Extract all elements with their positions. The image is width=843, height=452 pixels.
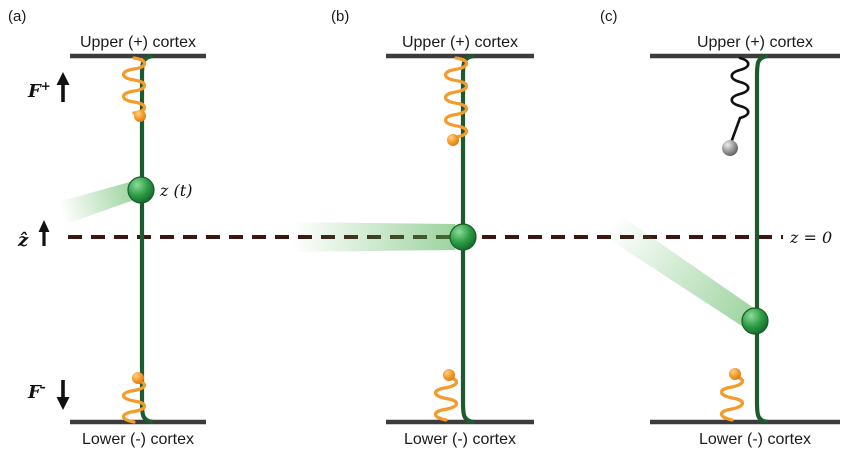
z-axis-label: ẑ (17, 230, 29, 251)
panel-label-a: (a) (8, 8, 26, 25)
z-of-t-label: z (t) (159, 181, 192, 200)
upper-cortex-label-b: Upper (+) cortex (402, 34, 518, 51)
probe-ball-c (741, 307, 769, 335)
force-plus-arrow (56, 72, 70, 102)
detached-spring-c (730, 56, 750, 142)
lower-cortex-label-c: Lower (-) cortex (699, 431, 811, 448)
lower-spring-a (121, 378, 147, 424)
upper-cortex-label-c: Upper (+) cortex (697, 34, 813, 51)
force-plus-label: F+ (27, 79, 51, 102)
force-beam-c (604, 214, 761, 330)
force-beam-a (58, 182, 137, 224)
lower-spring-b (433, 375, 459, 422)
lower-spring-c (719, 374, 745, 422)
gray-detached-bead-c (722, 140, 738, 156)
upper-spring-a (121, 56, 147, 115)
motor-bead-upper-a (134, 110, 146, 122)
force-minus-label: F- (27, 380, 46, 403)
panel-label-c: (c) (600, 8, 618, 25)
upper-spring-b (443, 56, 469, 139)
panel-label-b: (b) (331, 8, 349, 25)
motor-bead-lower-a (132, 372, 144, 384)
upper-cortex-label-a: Upper (+) cortex (80, 34, 196, 51)
fiber-a (139, 53, 154, 425)
motor-bead-upper-b (447, 134, 459, 146)
lower-cortex-label-a: Lower (-) cortex (82, 431, 194, 448)
probe-ball-a (127, 176, 155, 204)
motor-bead-lower-c (729, 368, 741, 380)
force-beam-b (293, 222, 455, 252)
z-zero-label: z = 0 (789, 228, 832, 247)
motor-bead-lower-b (443, 369, 455, 381)
z-axis-arrow (38, 220, 50, 246)
fiber-c (754, 53, 769, 425)
force-minus-arrow (56, 380, 70, 410)
probe-ball-b (449, 223, 477, 251)
lower-cortex-label-b: Lower (-) cortex (404, 431, 516, 448)
